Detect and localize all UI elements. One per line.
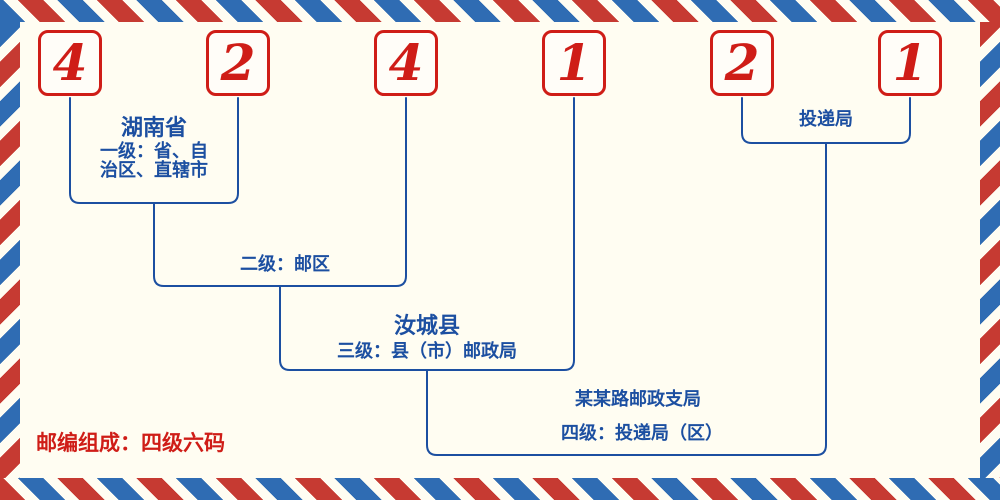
digit-box-2: 2 [206, 30, 270, 96]
level4-connector [426, 142, 827, 456]
digit-box-4: 1 [542, 30, 606, 96]
digit-5: 2 [724, 33, 760, 92]
digit-3: 4 [388, 33, 424, 92]
digit-box-6: 1 [878, 30, 942, 96]
digit-box-3: 4 [374, 30, 438, 96]
level4-branch-label: 某某路邮政支局 [575, 389, 701, 409]
composition-note: 邮编组成：四级六码 [36, 432, 225, 455]
delivery-office-label: 投递局 [799, 109, 853, 129]
digit-6: 1 [892, 33, 928, 92]
digit-4: 1 [556, 33, 592, 92]
digit-1: 4 [52, 33, 88, 92]
level1-region-label: 湖南省 [120, 115, 187, 140]
digit-box-1: 4 [38, 30, 102, 96]
airmail-border-right [980, 22, 1000, 478]
airmail-border-bottom [0, 478, 1000, 500]
airmail-border-top [0, 0, 1000, 22]
level4-desc-label: 四级：投递局（区） [561, 423, 723, 443]
level1-desc-label: 一级：省、自 治区、直辖市 [100, 141, 208, 180]
level2-desc-label: 二级：邮区 [240, 254, 330, 274]
digit-2: 2 [220, 33, 256, 92]
digit-box-5: 2 [710, 30, 774, 96]
level3-region-label: 汝城县 [393, 313, 460, 338]
level3-desc-label: 三级：县（市）邮政局 [337, 341, 517, 361]
airmail-border-left [0, 22, 20, 478]
